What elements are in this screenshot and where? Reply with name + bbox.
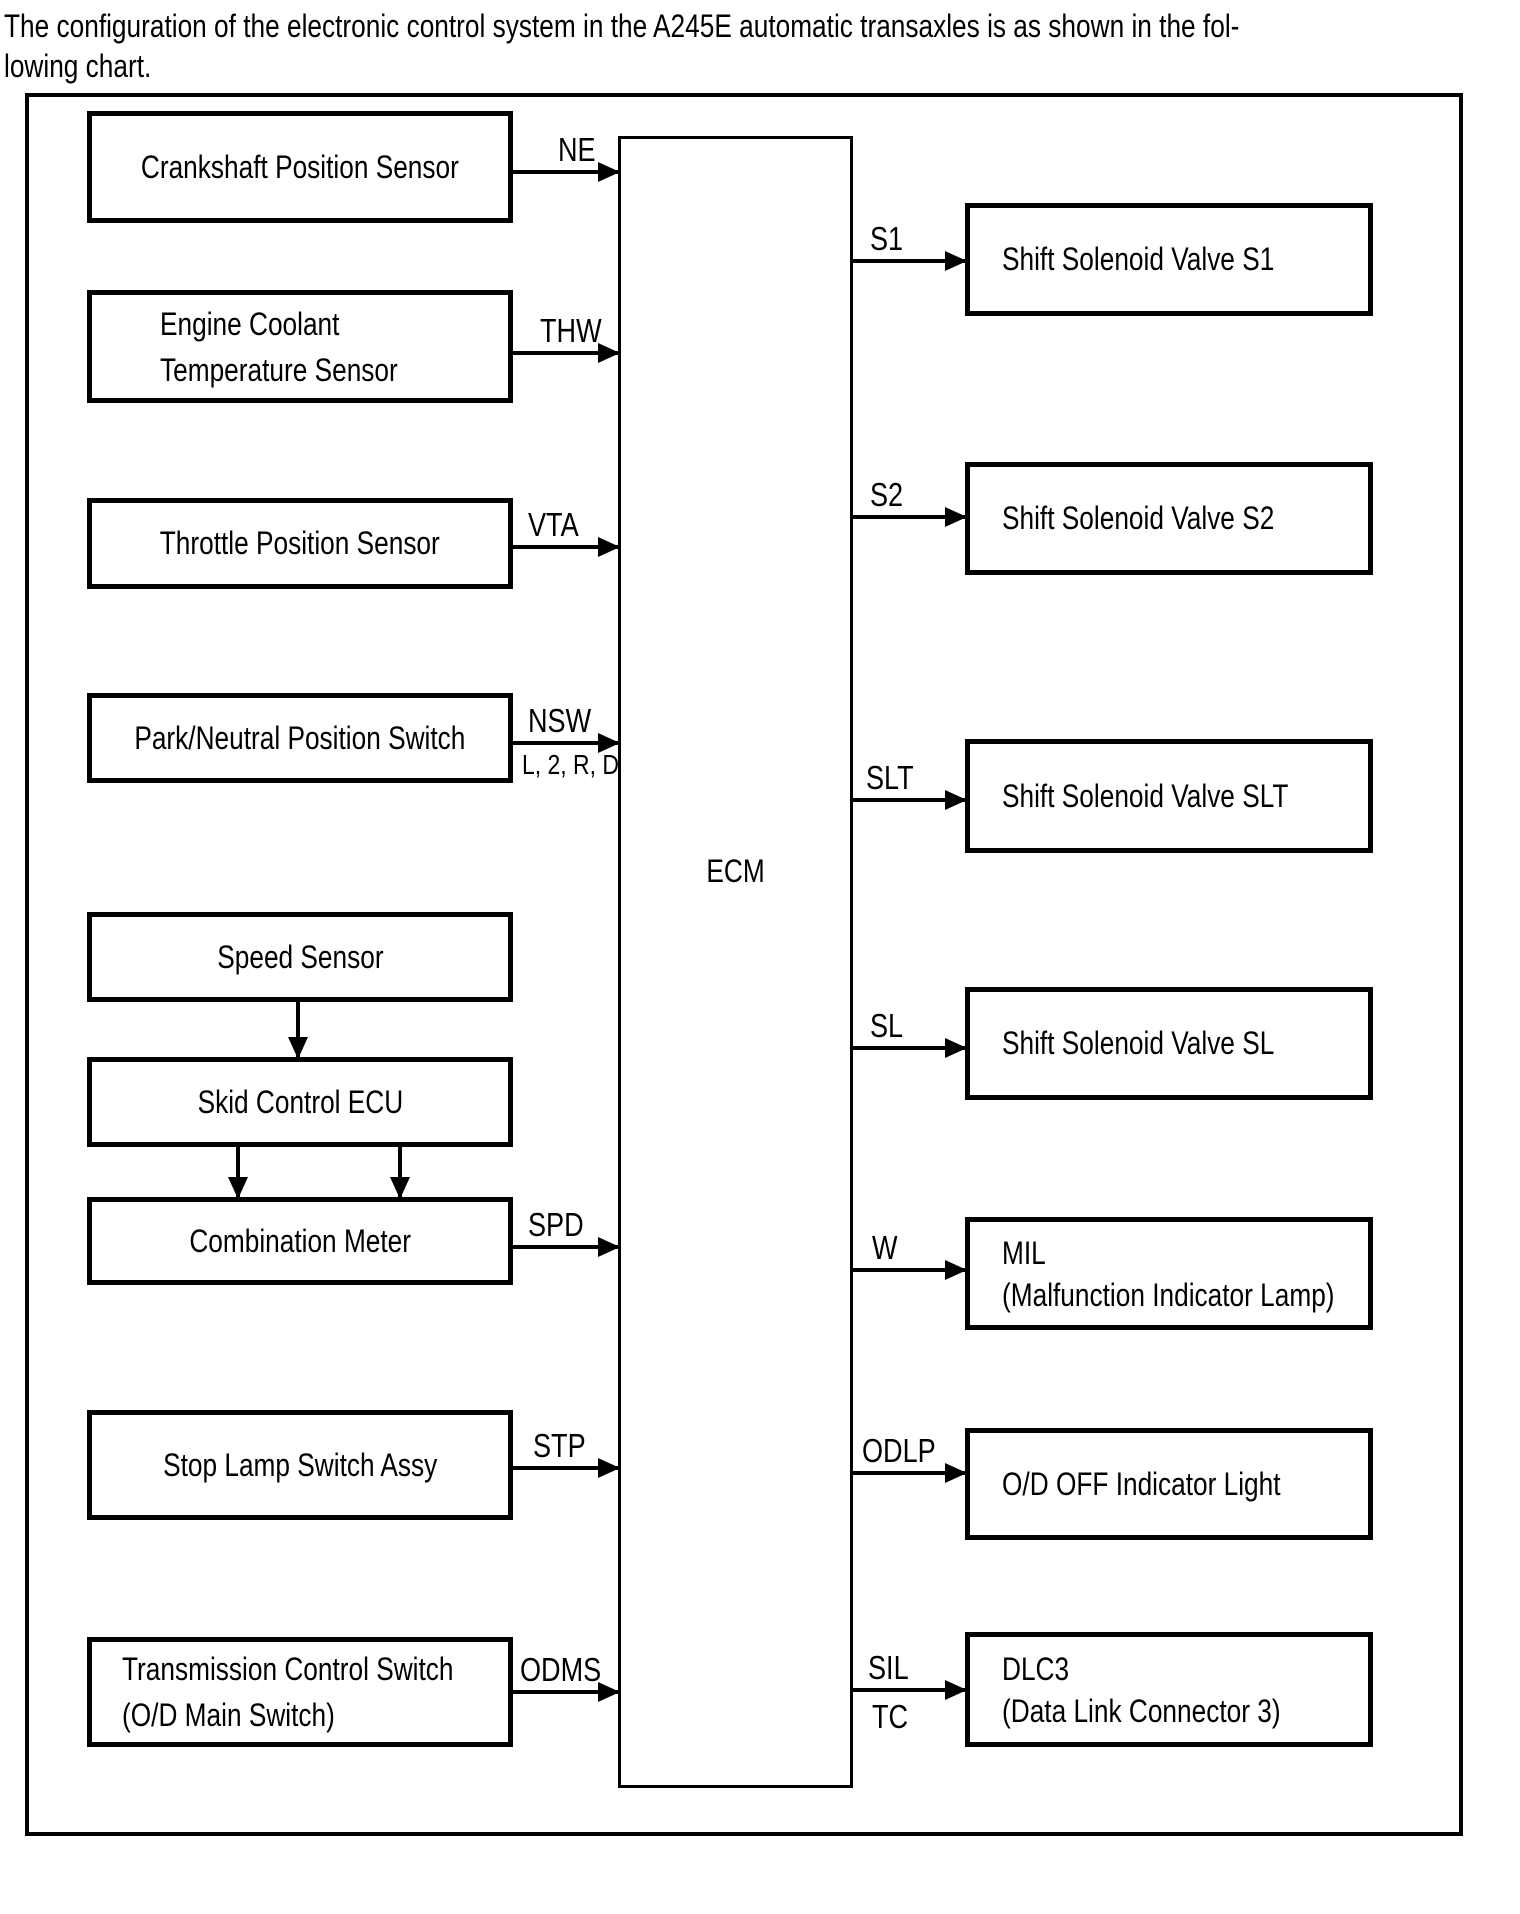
node-stop-lamp-switch-assy: Stop Lamp Switch Assy	[87, 1410, 513, 1520]
node-skid-control-ecu: Skid Control ECU	[87, 1057, 513, 1147]
node-park-neutral-position-switch: Park/Neutral Position Switch	[87, 693, 513, 783]
signal-label-odlp: ODLP	[862, 1432, 936, 1469]
signal-label-vta: VTA	[528, 506, 579, 543]
signal-label-slt: SLT	[866, 759, 914, 796]
node-shift-solenoid-valve-slt: Shift Solenoid Valve SLT	[965, 739, 1373, 853]
arrow-s1	[853, 251, 967, 271]
arrow-nsw	[513, 733, 620, 753]
arrow-sil-tc	[853, 1680, 967, 1700]
signal-label-spd: SPD	[528, 1206, 584, 1243]
arrow-skid-to-meter-1	[228, 1147, 248, 1199]
arrow-odlp	[853, 1463, 967, 1483]
node-shift-solenoid-valve-s2: Shift Solenoid Valve S2	[965, 462, 1373, 575]
signal-label-thw: THW	[540, 312, 602, 349]
node-ecm: ECM	[618, 136, 853, 1788]
header-line-1: The configuration of the electronic cont…	[4, 8, 1240, 44]
signal-label-w: W	[872, 1229, 898, 1266]
signal-label-tc: TC	[872, 1698, 909, 1735]
node-throttle-position-sensor: Throttle Position Sensor	[87, 498, 513, 589]
arrow-stp	[513, 1458, 620, 1478]
signal-label-ne: NE	[558, 131, 596, 168]
arrow-odms	[513, 1682, 620, 1702]
node-shift-solenoid-valve-sl: Shift Solenoid Valve SL	[965, 987, 1373, 1100]
arrow-ne	[513, 162, 620, 182]
node-combination-meter: Combination Meter	[87, 1197, 513, 1285]
arrow-s2	[853, 507, 967, 527]
page-header: The configuration of the electronic cont…	[4, 6, 1511, 86]
node-shift-solenoid-valve-s1: Shift Solenoid Valve S1	[965, 203, 1373, 316]
arrow-w	[853, 1260, 967, 1280]
signal-label-odms: ODMS	[520, 1651, 602, 1688]
header-line-2: lowing chart.	[4, 48, 152, 84]
arrow-speed-to-skid	[288, 1000, 308, 1059]
arrow-spd	[513, 1237, 620, 1257]
node-crankshaft-position-sensor: Crankshaft Position Sensor	[87, 111, 513, 223]
node-dlc3: DLC3 (Data Link Connector 3)	[965, 1632, 1373, 1747]
arrow-slt	[853, 790, 967, 810]
signal-label-nsw: NSW	[528, 702, 592, 739]
signal-label-s2: S2	[870, 476, 904, 513]
signal-label-stp: STP	[533, 1427, 586, 1464]
node-engine-coolant-temperature-sensor: Engine Coolant Temperature Sensor	[87, 290, 513, 403]
node-speed-sensor: Speed Sensor	[87, 912, 513, 1002]
signal-label-sil: SIL	[868, 1649, 909, 1686]
signal-label-s1: S1	[870, 220, 904, 257]
signal-label-nsw-positions: L, 2, R, D	[522, 749, 619, 780]
arrow-thw	[513, 343, 620, 363]
node-transmission-control-switch: Transmission Control Switch (O/D Main Sw…	[87, 1637, 513, 1747]
arrow-skid-to-meter-2	[390, 1147, 410, 1199]
arrow-vta	[513, 537, 620, 557]
node-mil: MIL (Malfunction Indicator Lamp)	[965, 1217, 1373, 1330]
ecm-label: ECM	[706, 853, 765, 889]
node-od-off-indicator-light: O/D OFF Indicator Light	[965, 1428, 1373, 1540]
signal-label-sl: SL	[870, 1007, 904, 1044]
arrow-sl	[853, 1038, 967, 1058]
